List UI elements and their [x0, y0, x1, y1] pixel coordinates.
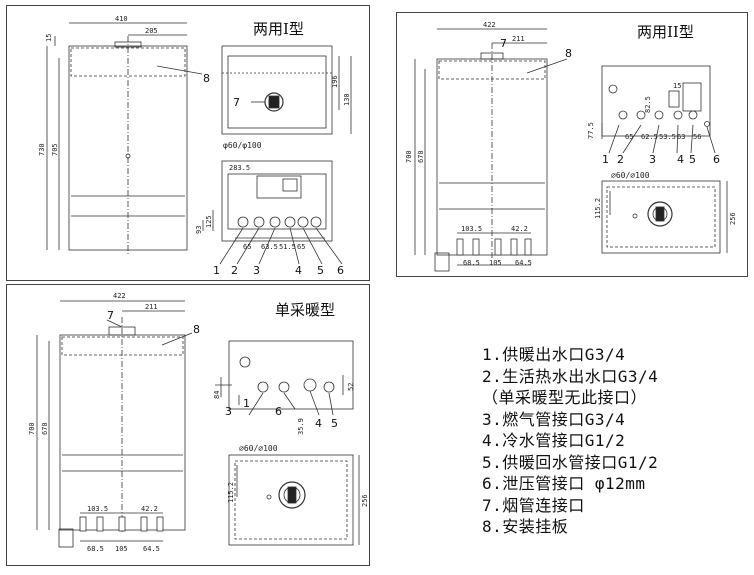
drawing-type1: [46, 22, 352, 265]
legend-item: 6.泄压管接口 φ12mm: [482, 474, 646, 493]
legend-item: 4.冷水管接口G1/2: [482, 431, 626, 450]
legend-item: 2.生活热水出水口G3/4: [482, 366, 659, 386]
panel-type3-title: 单采暖型: [275, 301, 336, 319]
drawing-type2: [414, 28, 728, 272]
legend-item: 8.安装挂板: [482, 517, 569, 536]
legend-item: 3.燃气管接口G3/4: [482, 409, 626, 429]
panel-type2-title: 两用II型: [637, 23, 694, 41]
panel-type2: 两用II型 422 211 700 670 7 8 15 82.5 77.5 6…: [396, 12, 748, 277]
drawing-type3: [36, 300, 360, 548]
panel-type1-title: 两用I型: [253, 20, 304, 38]
panel-type1: 两用I型 410 205 15 730 705 196 130 φ60/φ100…: [6, 5, 370, 281]
panel-type3: 单采暖型 422 211 700 670 7 8 84 52 35.9 3 1 …: [6, 284, 370, 566]
connection-legend: 1.供暖出水口G3/4 2.生活热水出水口G3/4 （单采暖型无此接口） 3.燃…: [482, 344, 658, 538]
legend-item: 7.烟管连接口: [482, 495, 585, 515]
legend-item: 1.供暖出水口G3/4: [482, 345, 626, 364]
legend-item: 5.供暖回水管接口G1/2: [482, 452, 659, 472]
legend-item: （单采暖型无此接口）: [482, 388, 648, 407]
